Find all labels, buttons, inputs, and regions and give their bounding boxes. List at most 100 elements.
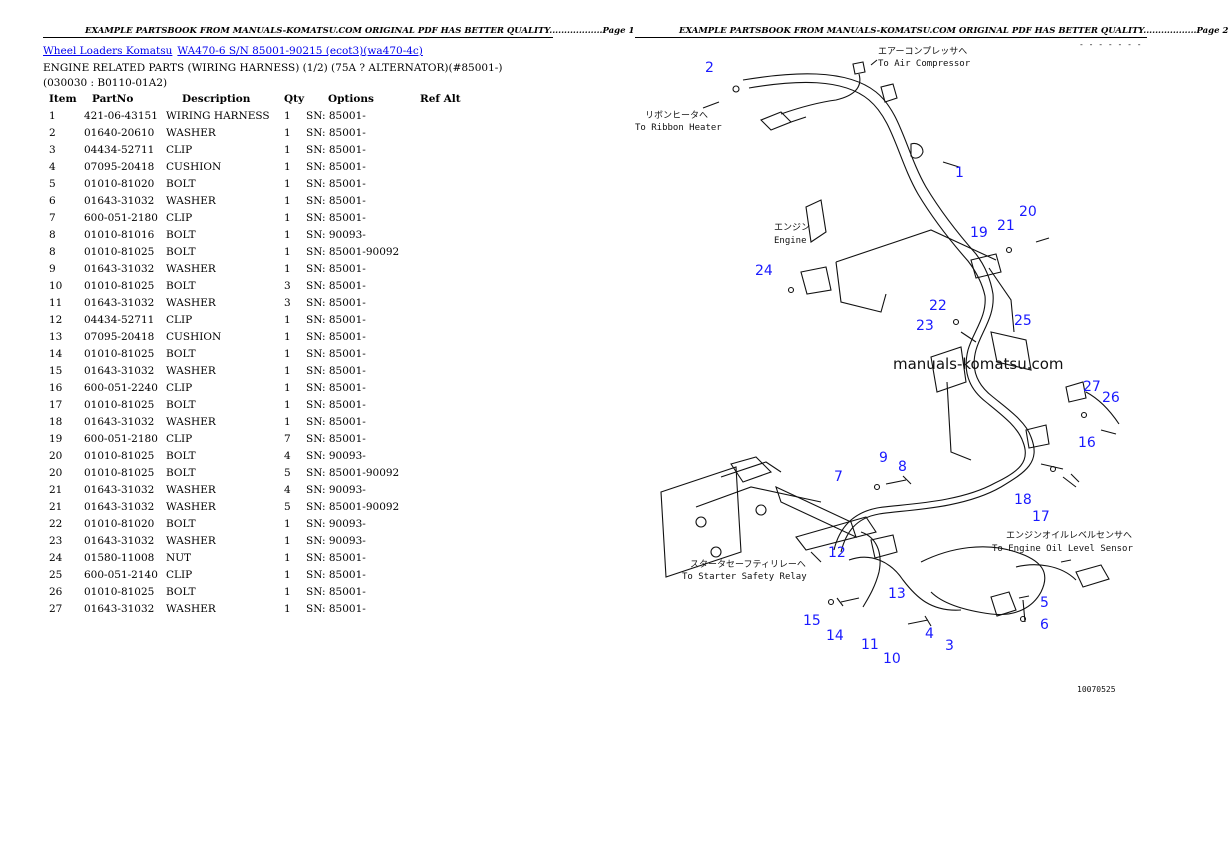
options-cell: SN: 90093- <box>306 483 366 496</box>
callout-15: 15 <box>803 613 821 629</box>
options-cell: SN: 90093- <box>306 228 366 241</box>
description-cell: BOLT <box>166 398 196 411</box>
item-cell: 14 <box>49 347 63 360</box>
qty-cell: 1 <box>284 228 291 241</box>
qty-cell: 1 <box>284 177 291 190</box>
part-number-cell: 01640-20610 <box>84 126 155 139</box>
options-cell: SN: 85001- <box>306 194 366 207</box>
options-cell: SN: 85001- <box>306 160 366 173</box>
qty-cell: 4 <box>284 449 291 462</box>
ribbon-heater-label-jp: リボンヒータへ <box>645 110 708 121</box>
part-number-cell: 07095-20418 <box>84 160 155 173</box>
options-cell: SN: 85001- <box>306 143 366 156</box>
diagram-linework <box>660 59 1120 627</box>
callout-2: 2 <box>705 60 714 76</box>
description-cell: CLIP <box>166 211 193 224</box>
options-cell: SN: 85001- <box>306 262 366 275</box>
item-cell: 21 <box>49 483 63 496</box>
ref-alt-cell <box>420 498 461 515</box>
ref-alt-cell <box>420 209 461 226</box>
engine-label: Engine <box>774 236 807 246</box>
description-cell: WIRING HARNESS <box>166 109 270 122</box>
callout-24: 24 <box>755 263 773 279</box>
ref-alt-cell <box>420 243 461 260</box>
item-cell: 21 <box>49 500 63 513</box>
item-cell: 8 <box>49 228 56 241</box>
qty-cell: 1 <box>284 364 291 377</box>
column-header: Options <box>328 93 374 105</box>
qty-cell: 1 <box>284 415 291 428</box>
ref-alt-cell <box>420 430 461 447</box>
right-page: EXAMPLE PARTSBOOK FROM MANUALS-KOMATSU.C… <box>595 0 1228 842</box>
item-cell: 20 <box>49 466 63 479</box>
qty-cell: 1 <box>284 143 291 156</box>
qty-cell: 1 <box>284 602 291 615</box>
column-header: Ref Alt <box>420 93 461 105</box>
starter-relay-label-jp: スタータセーフティリレーへ <box>690 559 806 570</box>
item-cell: 1 <box>49 109 56 122</box>
breadcrumb-link-model[interactable]: WA470-6 S/N 85001-90215 (ecot3)(wa470-4c… <box>177 45 423 57</box>
part-number-cell: 600-051-2180 <box>84 211 158 224</box>
part-number-cell: 600-051-2180 <box>84 432 158 445</box>
qty-cell: 1 <box>284 245 291 258</box>
description-cell: CUSHION <box>166 160 222 173</box>
part-number-cell: 01010-81016 <box>84 228 155 241</box>
options-cell: SN: 85001- <box>306 364 366 377</box>
callout-11: 11 <box>861 637 879 653</box>
figure-dots: - - - - - - - <box>1079 40 1142 49</box>
starter-relay-label: To Starter Safety Relay <box>682 572 807 582</box>
ref-alt-cell <box>420 600 461 617</box>
item-cell: 12 <box>49 313 63 326</box>
ref-alt-cell <box>420 192 461 209</box>
options-cell: SN: 85001- <box>306 279 366 292</box>
callout-19: 19 <box>970 225 988 241</box>
qty-cell: 3 <box>284 279 291 292</box>
item-cell: 23 <box>49 534 63 547</box>
item-cell: 22 <box>49 517 63 530</box>
description-cell: BOLT <box>166 347 196 360</box>
options-cell: SN: 85001-90092 <box>306 245 400 258</box>
description-cell: BOLT <box>166 228 196 241</box>
qty-cell: 5 <box>284 466 291 479</box>
options-cell: SN: 85001- <box>306 585 366 598</box>
part-number-cell: 01643-31032 <box>84 534 155 547</box>
item-cell: 5 <box>49 177 56 190</box>
part-number-cell: 01643-31032 <box>84 296 155 309</box>
qty-cell: 1 <box>284 381 291 394</box>
ref-alt-cell <box>420 464 461 481</box>
item-cell: 20 <box>49 449 63 462</box>
ref-alt-cell <box>420 566 461 583</box>
qty-cell: 1 <box>284 347 291 360</box>
part-number-cell: 01010-81025 <box>84 466 155 479</box>
column-header: Item <box>49 93 77 105</box>
callout-16: 16 <box>1078 435 1096 451</box>
parts-diagram: 1 2 3 4 5 6 7 8 9 10 11 12 13 14 15 16 1… <box>635 40 1142 694</box>
callout-numbers: 1 2 3 4 5 6 7 8 9 10 11 12 13 14 15 16 1… <box>705 60 1120 667</box>
item-cell: 19 <box>49 432 63 445</box>
description-cell: CUSHION <box>166 330 222 343</box>
description-cell: WASHER <box>166 262 216 275</box>
callout-8: 8 <box>898 459 907 475</box>
item-cell: 15 <box>49 364 63 377</box>
qty-cell: 1 <box>284 262 291 275</box>
callout-12: 12 <box>828 545 846 561</box>
breadcrumb-link-category[interactable]: Wheel Loaders Komatsu <box>43 45 173 57</box>
callout-22: 22 <box>929 298 947 314</box>
column-header: Qty <box>284 93 305 105</box>
options-cell: SN: 90093- <box>306 534 366 547</box>
description-cell: WASHER <box>166 534 216 547</box>
item-cell: 7 <box>49 211 56 224</box>
qty-cell: 3 <box>284 296 291 309</box>
left-page: EXAMPLE PARTSBOOK FROM MANUALS-KOMATSU.C… <box>0 0 634 842</box>
parts-table: Item PartNo Description Qty Options Ref … <box>43 91 461 617</box>
column-header: Description <box>182 93 251 105</box>
